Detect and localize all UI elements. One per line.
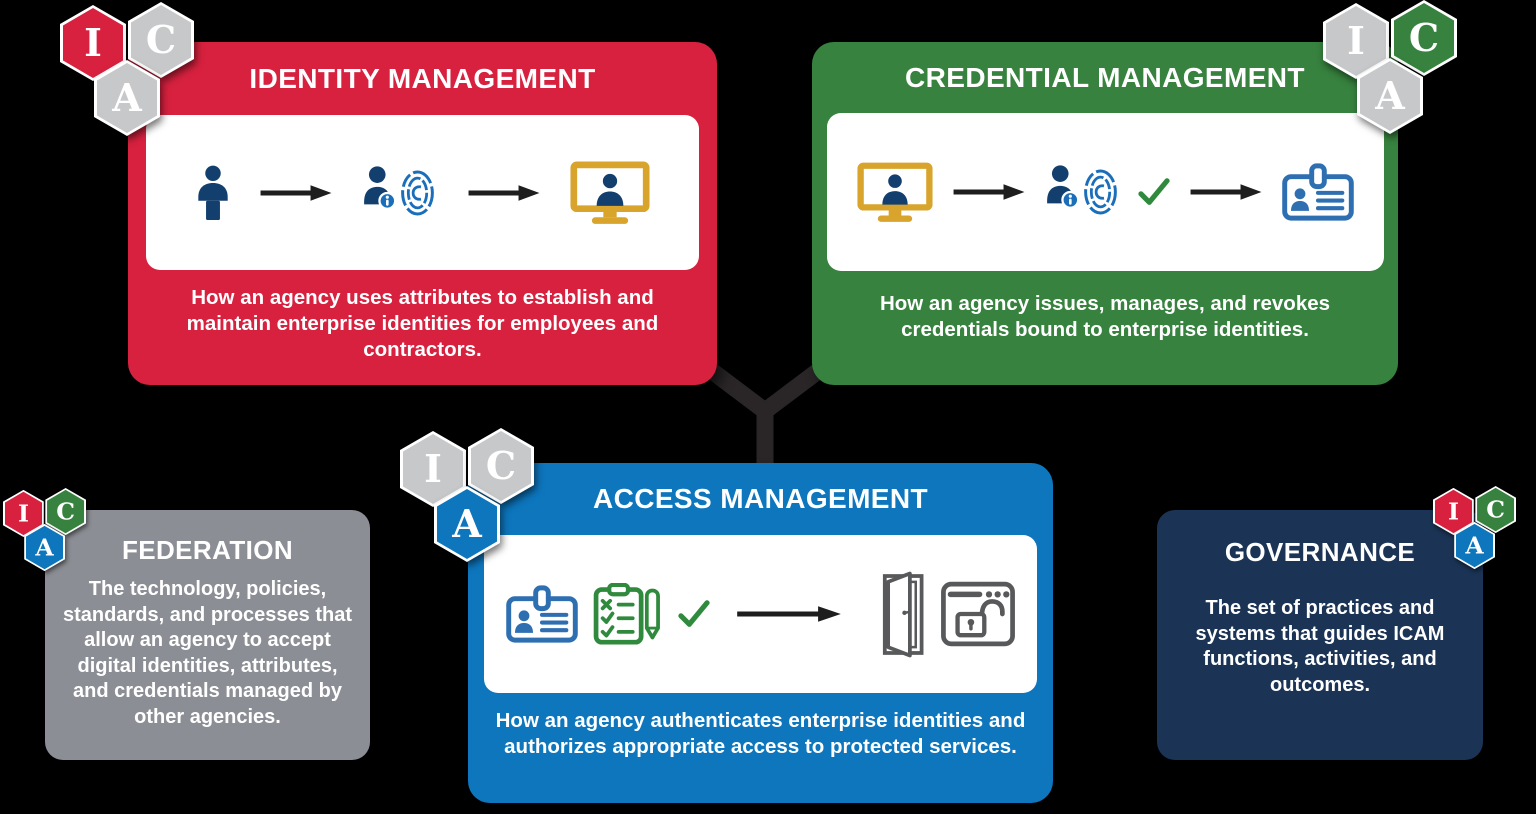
hexagon-c: C [128,2,194,78]
hexagon-letter-i: I [84,20,102,65]
hexagon-letter-a: A [112,75,142,120]
arrow-right-icon [260,184,331,201]
person-attributes-fingerprint-icon [363,165,434,215]
hexagon-c: C [1391,0,1457,76]
hexagon-letter-a: A [1375,73,1405,118]
identity-management-card: IDENTITY MANAGEMENT [128,42,717,385]
id-card-icon [1281,163,1354,221]
id-card-icon [505,585,578,643]
identity-hexagon-cluster: I C A [60,2,200,138]
hexagon-letter-a: A [35,533,54,562]
federation-title: FEDERATION [121,534,294,565]
credential-management-description: How an agency issues, manages, and revok… [879,292,1331,342]
hexagon-letter-a: A [452,501,482,546]
hexagon-c: C [1475,486,1517,534]
hexagon-a: A [24,523,65,572]
hexagon-letter-c: C [485,443,517,488]
checkmark-icon [677,600,710,627]
arrow-right-icon [953,184,1024,200]
federation-card: FEDERATION The technology, policies, sta… [45,510,370,760]
hexagon-i: I [1433,487,1474,535]
credential-hexagon-cluster: I C A [1323,0,1463,136]
hexagon-i: I [3,489,44,537]
hexagon-letter-i: I [1347,18,1365,63]
credential-flow-panel [826,113,1384,271]
person-icon [197,165,228,220]
federation-description: The technology, policies, standards, and… [63,578,352,728]
person-attributes-fingerprint-icon [1046,165,1117,215]
hexagon-a: A [1357,58,1423,134]
access-management-card: ACCESS MANAGEMENT [468,463,1053,803]
hexagon-letter-c: C [56,497,75,526]
hexagon-a: A [1454,521,1495,570]
credential-management-title: CREDENTIAL MANAGEMENT [905,61,1305,93]
arrow-right-icon [736,606,841,622]
hexagon-letter-i: I [424,446,442,491]
hexagon-a: A [434,486,500,562]
hexagon-letter-i: I [1447,497,1459,526]
arrow-right-icon [468,184,539,201]
access-flow-panel [484,535,1037,693]
monitor-user-icon [569,161,650,224]
credential-management-card: CREDENTIAL MANAGEMENT [812,42,1398,385]
access-management-title: ACCESS MANAGEMENT [592,483,929,514]
hexagon-letter-c: C [1486,495,1505,524]
hexagon-c: C [468,428,534,504]
governance-title: GOVERNANCE [1224,536,1416,567]
access-hexagon-cluster: I C A [400,428,540,564]
monitor-user-icon [856,162,933,222]
arrow-right-icon [1190,184,1261,200]
federation-hexagon-cluster: I C A [3,488,90,572]
hexagon-letter-c: C [1408,15,1440,60]
open-door-icon [882,571,923,657]
access-management-description: How an agency authenticates enterprise i… [495,709,1026,759]
checkmark-icon [1137,178,1170,205]
identity-flow-panel [146,115,699,270]
identity-management-title: IDENTITY MANAGEMENT [249,62,596,94]
clipboard-checklist-pen-icon [593,583,660,645]
browser-unlock-icon [940,581,1015,647]
governance-hexagon-cluster: I C A [1433,486,1520,570]
governance-description: The set of practices and systems that gu… [1195,597,1445,696]
governance-card: GOVERNANCE The set of practices and syst… [1157,510,1483,760]
identity-management-description: How an agency uses attributes to establi… [186,286,659,362]
hexagon-letter-i: I [17,499,29,528]
hexagon-a: A [94,60,160,136]
hexagon-letter-a: A [1465,531,1484,560]
hexagon-letter-c: C [145,17,177,62]
hexagon-c: C [45,488,87,536]
